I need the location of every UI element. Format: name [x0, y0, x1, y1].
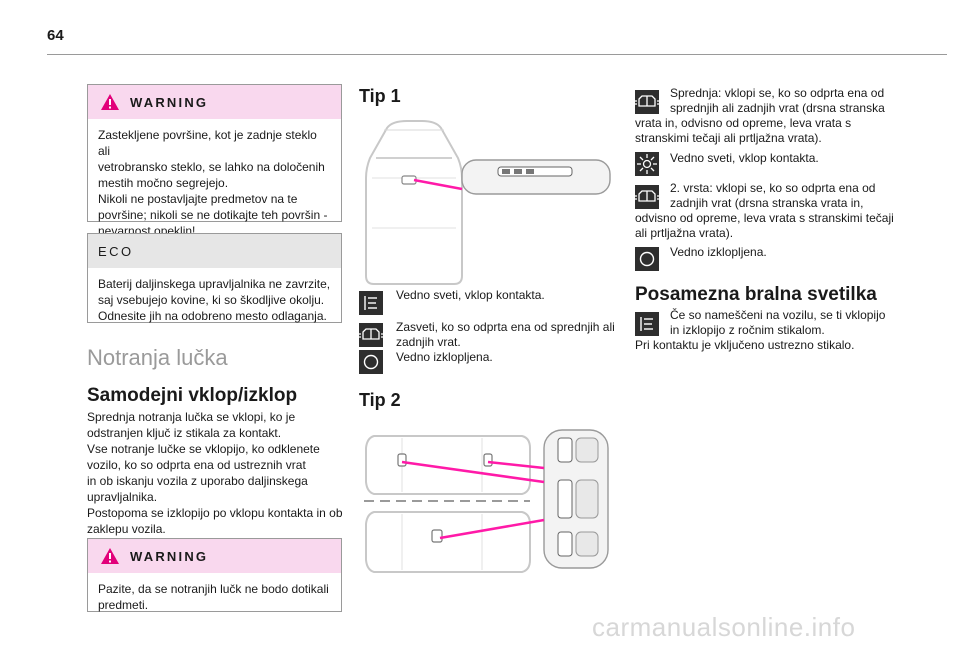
warning-header: WARNING — [88, 85, 341, 119]
light-on-icon — [359, 291, 383, 315]
right-item-4: Vedno izklopljena. — [670, 245, 767, 260]
warning-text: Pazite, da se notranjih lučk ne bodo dot… — [88, 573, 341, 613]
text-line: Vedno izklopljena. — [670, 245, 767, 259]
text-line: Zastekljene površine, kot je zadnje stek… — [98, 128, 317, 158]
text-line: predmeti. — [98, 598, 149, 612]
door-light-icon — [635, 185, 659, 209]
warning-text: Zastekljene površine, kot je zadnje stek… — [88, 119, 341, 239]
warning-triangle-icon — [101, 94, 119, 110]
text-line: ali prtljažna vrata). — [635, 226, 734, 240]
text-line: mestih močno segrejejo. — [98, 176, 229, 190]
text-line: vozilo, ko so odprta ena od ustreznih vr… — [87, 458, 306, 472]
right-item-1: Sprednja: vklopi se, ko so odprta ena od… — [635, 86, 905, 146]
right-item-2: Vedno sveti, vklop kontakta. — [670, 151, 819, 166]
text-line: saj vsebujejo kovine, ki so škodljive ok… — [98, 293, 325, 307]
door-light-icon — [359, 323, 383, 347]
tip1-item-1: Vedno sveti, vklop kontakta. — [396, 288, 545, 303]
reading-lamp-text: Če so nameščeni na vozilu, se ti vklopij… — [635, 308, 905, 353]
eco-label: ECO — [98, 243, 134, 259]
text-line: vrata in, odvisno od opreme, leva vrata … — [635, 116, 852, 130]
text-line: Zasveti, ko so odprta ena od sprednjih a… — [396, 320, 615, 334]
eco-box: ECO Baterij daljinskega upravljalnika ne… — [87, 233, 342, 323]
sun-icon — [635, 152, 659, 176]
page-number: 64 — [47, 27, 64, 44]
text-line: zadnjih vrat (drsna stranska vrata in, — [670, 196, 864, 210]
text-line: upravljalnika. — [87, 490, 158, 504]
text-line: Vedno izklopljena. — [396, 350, 493, 364]
text-line: Če so nameščeni na vozilu, se ti vklopij… — [670, 308, 886, 322]
text-line: zaklepu vozila. — [87, 522, 166, 536]
warning-box-glass: WARNING Zastekljene površine, kot je zad… — [87, 84, 342, 238]
header-rule — [47, 54, 947, 55]
warning-box-objects: WARNING Pazite, da se notranjih lučk ne … — [87, 538, 342, 612]
eco-text: Baterij daljinskega upravljalnika ne zav… — [88, 268, 341, 324]
tip1-illustration — [365, 120, 611, 285]
text-line: Sprednja notranja lučka se vklopi, ko je — [87, 410, 296, 424]
text-line: Postopoma se izklopijo po vklopu kontakt… — [87, 506, 343, 520]
tip2-illustration — [364, 429, 609, 573]
tip2-title: Tip 2 — [359, 390, 401, 410]
light-off-icon — [359, 350, 383, 374]
warning-header: WARNING — [88, 539, 341, 573]
text-line: Pri kontaktu je vključeno ustrezno stika… — [635, 338, 855, 352]
text-line: stranskimi tečaji ali prtljažna vrata). — [635, 131, 822, 145]
text-line: odvisno od opreme, leva vrata s stranski… — [635, 211, 894, 225]
text-line: Baterij daljinskega upravljalnika ne zav… — [98, 277, 331, 291]
warning-label: WARNING — [130, 94, 209, 110]
auto-title: Samodejni vklop/izklop — [87, 385, 298, 406]
text-line: in izklopijo z ročnim stikalom. — [670, 323, 825, 337]
text-line: vetrobransko steklo, se lahko na določen… — [98, 160, 325, 174]
text-line: Odnesite jih na odobreno mesto odlaganja… — [98, 309, 327, 323]
light-off-icon — [635, 247, 659, 271]
text-line: sprednjih ali zadnjih vrat (drsna strans… — [670, 101, 885, 115]
text-line: in ob iskanju vozila z uporabo daljinske… — [87, 474, 308, 488]
text-line: Vedno sveti, vklop kontakta. — [670, 151, 819, 165]
text-line: Nikoli ne postavljajte predmetov na te — [98, 192, 298, 206]
eco-header: ECO — [88, 234, 341, 268]
footer-watermark: carmanualsonline.info — [592, 612, 856, 642]
reading-lamp-title: Posamezna bralna svetilka — [635, 284, 877, 305]
text-line: Vedno sveti, vklop kontakta. — [396, 288, 545, 302]
warning-label: WARNING — [130, 548, 209, 564]
tip1-title: Tip 1 — [359, 86, 401, 106]
tip1-item-2: Zasveti, ko so odprta ena od sprednjih a… — [396, 320, 615, 365]
text-line: Vse notranje lučke se vklopijo, ko odkle… — [87, 442, 320, 456]
text-line: 2. vrsta: vklopi se, ko so odprta ena od — [670, 181, 876, 195]
text-line: Pazite, da se notranjih lučk ne bodo dot… — [98, 582, 329, 596]
warning-triangle-icon — [101, 548, 119, 564]
section-title: Notranja lučka — [87, 345, 228, 370]
text-line: zadnjih vrat. — [396, 335, 461, 349]
door-light-icon — [635, 90, 659, 114]
auto-text: Sprednja notranja lučka se vklopi, ko je… — [87, 409, 343, 537]
text-line: površine; nikoli se ne dotikajte teh pov… — [98, 208, 328, 222]
light-on-icon — [635, 312, 659, 336]
text-line: Sprednja: vklopi se, ko so odprta ena od — [670, 86, 885, 100]
right-item-3: 2. vrsta: vklopi se, ko so odprta ena od… — [635, 181, 910, 241]
text-line: odstranjen ključ iz stikala za kontakt. — [87, 426, 282, 440]
